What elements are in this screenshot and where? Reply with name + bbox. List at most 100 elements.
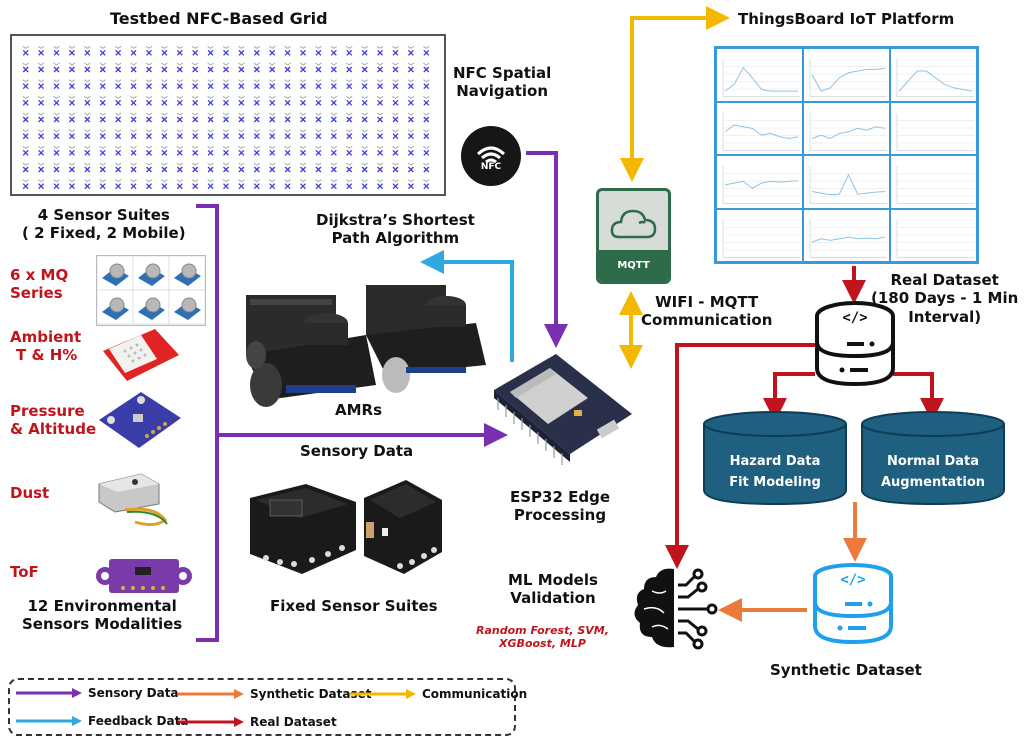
nfc-tag-marker: [114, 79, 122, 90]
nfc-tag-marker: [361, 162, 368, 173]
legend-label: Synthetic Dataset: [250, 687, 372, 701]
nfc-tag-marker: [284, 62, 291, 73]
nfc-tag-marker: [207, 129, 214, 140]
nfc-tag-marker: [345, 162, 353, 173]
nfc-tag-marker: [161, 162, 168, 173]
nfc-tag-marker: [191, 62, 199, 73]
sensor-label-line: & Altitude: [10, 420, 97, 439]
nfc-tag-marker: [161, 145, 168, 156]
nfc-tag-marker: [330, 179, 338, 190]
mini-line-chart: [809, 166, 887, 204]
nfc-tag-marker: [84, 45, 91, 56]
ml-models-line2: XGBoost, MLP: [499, 637, 586, 651]
nfc-tag-marker: [53, 129, 60, 140]
nfc-tag-marker: [376, 179, 384, 190]
grid-title: Testbed NFC-Based Grid: [110, 9, 328, 28]
nfc-tag-marker: [191, 112, 199, 123]
nfc-tag-marker: [268, 79, 276, 90]
nfc-tag-marker: [361, 79, 368, 90]
ml-label: ML Models Validation: [508, 571, 598, 608]
dijkstra-line1: Dijkstra’s Shortest: [316, 211, 475, 229]
nfc-tag-marker: [68, 45, 76, 56]
normal-cylinder: [861, 411, 1005, 506]
nfc-tag-marker: [68, 179, 76, 190]
nfc-tag-marker: [238, 179, 245, 190]
hazard-cylinder: [703, 411, 847, 506]
thingsboard-chart-widget: [803, 101, 890, 155]
nfc-tag-marker: [238, 95, 245, 106]
nfc-tag-marker: [161, 95, 168, 106]
nfc-tag-marker: [222, 62, 230, 73]
nfc-tag-marker: [407, 145, 415, 156]
thingsboard-chart-widget: [890, 208, 977, 262]
nfc-tag-marker: [68, 145, 76, 156]
nfc-tag-marker: [392, 145, 399, 156]
nfc-tag-marker: [376, 129, 384, 140]
normal-label: Normal Data Augmentation: [863, 452, 1003, 494]
nfc-tag-marker: [253, 45, 261, 56]
mqtt-broker: MQTT: [596, 188, 671, 284]
nfc-tag-marker: [268, 179, 276, 190]
nfc-tag-marker: [392, 79, 399, 90]
nfc-tag-marker: [222, 179, 230, 190]
ml-models-list: Random Forest, SVM, XGBoost, MLP: [476, 624, 609, 651]
nfc-tag-marker: [114, 129, 122, 140]
nfc-tag-marker: [68, 79, 76, 90]
synthetic-label: Synthetic Dataset: [770, 661, 922, 679]
legend-arrow-red: [178, 717, 244, 727]
nfc-tag-marker: [53, 179, 60, 190]
nfc-tag-marker: [345, 112, 353, 123]
mq-sensor: [132, 289, 170, 325]
thingsboard-chart-widget: [716, 101, 803, 155]
nfc-tag-marker: [114, 95, 122, 106]
legend-item-communication: Communication: [350, 687, 527, 701]
legend-arrow-yellow: [350, 689, 416, 699]
nfc-tag-marker: [176, 179, 184, 190]
legend-item-synthetic: Synthetic Dataset: [178, 687, 371, 701]
nfc-tag-marker: [407, 95, 415, 106]
ml-line2: Validation: [510, 589, 596, 608]
nfc-tag-marker: [130, 45, 137, 56]
legend-item-sensory: Sensory Data: [16, 686, 179, 700]
nfc-tag-marker: [130, 162, 137, 173]
wifi-waves-icon: [476, 146, 506, 164]
nfc-tag-marker: [376, 112, 384, 123]
sensor-suites-line2: ( 2 Fixed, 2 Mobile): [22, 224, 186, 243]
legend-label: Real Dataset: [250, 715, 337, 729]
ml-line1: ML Models: [508, 571, 598, 589]
nfc-tag-marker: [284, 79, 291, 90]
nfc-tag-marker: [68, 129, 76, 140]
nfc-tag-marker: [207, 62, 214, 73]
arrow-db-to-ml: [665, 343, 815, 569]
nfc-tag-marker: [145, 162, 153, 173]
nfc-tag-marker: [330, 112, 338, 123]
nfc-tag-marker: [253, 112, 261, 123]
legend-arrow-purple: [16, 688, 82, 698]
nfc-tag-marker: [253, 162, 261, 173]
nfc-tag-marker: [99, 79, 107, 90]
sensor-label-mq: 6 x MQ Series: [10, 266, 68, 303]
thingsboard-chart-widget: [716, 48, 803, 102]
dust-sensor-icon: [98, 473, 168, 527]
mini-line-chart: [809, 219, 887, 258]
nfc-tag-marker: [114, 62, 122, 73]
nfc-tag-marker: [37, 179, 45, 190]
mini-line-chart: [722, 59, 800, 97]
arrow-db-to-normal: [893, 372, 944, 422]
nfc-tag-marker: [361, 145, 368, 156]
nfc-tag-marker: [145, 145, 153, 156]
sensory-data-label: Sensory Data: [300, 442, 414, 460]
fixed-suites-label: Fixed Sensor Suites: [270, 597, 438, 615]
nfc-tag-marker: [253, 179, 261, 190]
nfc-tag-marker: [407, 79, 415, 90]
thingsboard-chart-widget: [890, 101, 977, 155]
nfc-tag-marker: [191, 95, 199, 106]
nfc-tag-marker: [238, 162, 245, 173]
fixed-sensor-suites-icon: [250, 480, 442, 574]
nfc-tag-marker: [284, 162, 291, 173]
nfc-title-line1: NFC Spatial: [453, 64, 552, 82]
nfc-tag-marker: [68, 62, 76, 73]
nfc-tag-marker: [361, 95, 368, 106]
nfc-tag-marker: [176, 62, 184, 73]
nfc-tag-marker: [376, 95, 384, 106]
